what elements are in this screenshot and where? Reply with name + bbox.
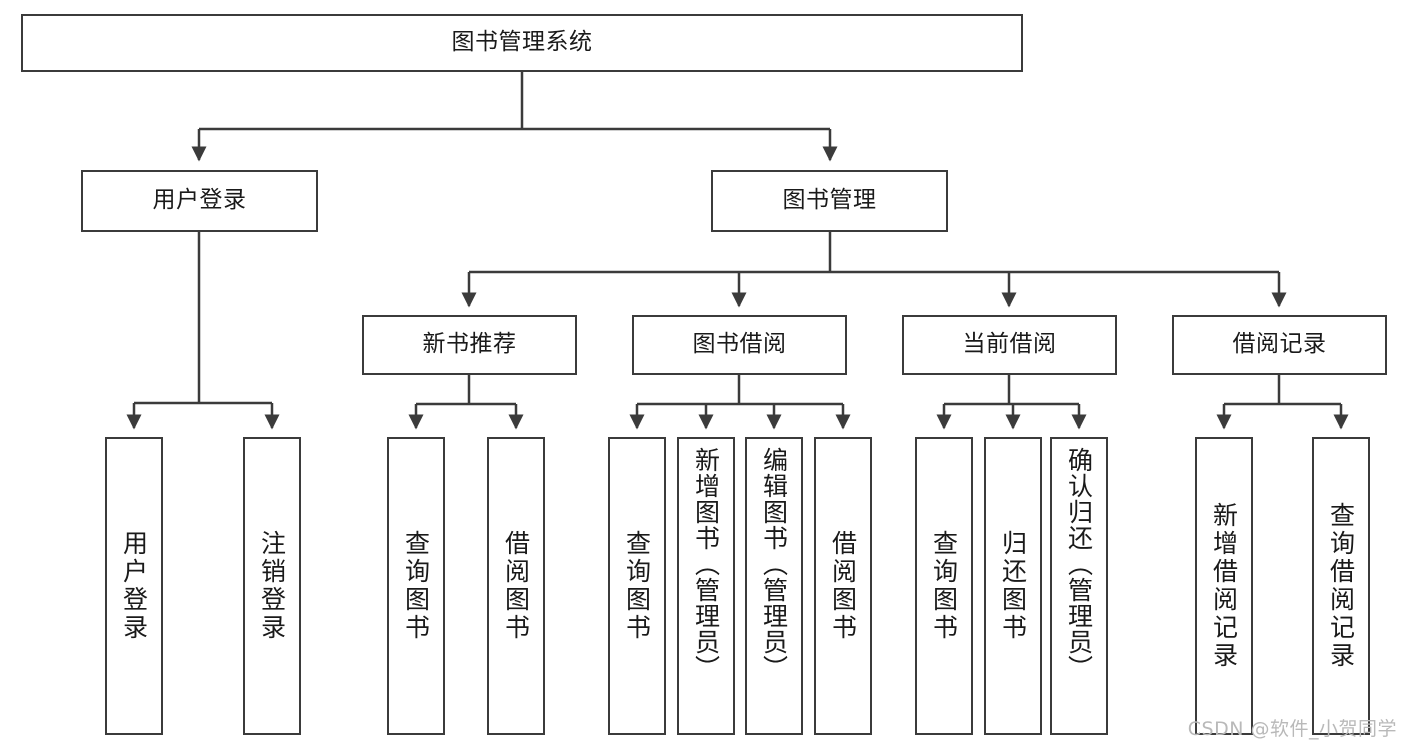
node-leaf-add-record[interactable]: 新增借阅记录 bbox=[1195, 437, 1253, 735]
node-leaf-edit-book[interactable]: 编辑图书（管理员） bbox=[745, 437, 803, 735]
node-book-manage-label: 图书管理 bbox=[782, 187, 877, 214]
node-leaf-return-book[interactable]: 归还图书 bbox=[984, 437, 1042, 735]
node-user-login-label: 用户登录 bbox=[152, 187, 247, 214]
node-book-borrow[interactable]: 图书借阅 bbox=[632, 315, 847, 375]
node-leaf-query-book-1[interactable]: 查询图书 bbox=[387, 437, 445, 735]
node-book-manage[interactable]: 图书管理 bbox=[711, 170, 948, 232]
node-leaf-query-record[interactable]: 查询借阅记录 bbox=[1312, 437, 1370, 735]
node-leaf-query-book-3[interactable]: 查询图书 bbox=[915, 437, 973, 735]
node-leaf-query-record-label: 查询借阅记录 bbox=[1326, 502, 1356, 670]
node-leaf-confirm-return[interactable]: 确认归还（管理员） bbox=[1050, 437, 1108, 735]
node-leaf-return-book-label: 归还图书 bbox=[998, 530, 1028, 642]
node-borrow-record[interactable]: 借阅记录 bbox=[1172, 315, 1387, 375]
node-current-borrow[interactable]: 当前借阅 bbox=[902, 315, 1117, 375]
node-leaf-borrow-book-2-label: 借阅图书 bbox=[828, 530, 858, 642]
node-new-book-rec-label: 新书推荐 bbox=[422, 331, 517, 358]
node-leaf-borrow-book-1-label: 借阅图书 bbox=[501, 530, 531, 642]
node-current-borrow-label: 当前借阅 bbox=[962, 331, 1057, 358]
node-leaf-user-login[interactable]: 用户登录 bbox=[105, 437, 163, 735]
node-leaf-user-login-label: 用户登录 bbox=[119, 530, 149, 642]
node-leaf-borrow-book-2[interactable]: 借阅图书 bbox=[814, 437, 872, 735]
node-leaf-borrow-book-1[interactable]: 借阅图书 bbox=[487, 437, 545, 735]
node-book-borrow-label: 图书借阅 bbox=[692, 331, 787, 358]
node-leaf-edit-book-label: 编辑图书（管理员） bbox=[759, 447, 789, 681]
node-leaf-confirm-return-label: 确认归还（管理员） bbox=[1064, 447, 1094, 681]
node-leaf-add-record-label: 新增借阅记录 bbox=[1209, 502, 1239, 670]
node-leaf-query-book-1-label: 查询图书 bbox=[401, 530, 431, 642]
node-leaf-logout[interactable]: 注销登录 bbox=[243, 437, 301, 735]
node-leaf-logout-label: 注销登录 bbox=[257, 530, 287, 642]
node-root[interactable]: 图书管理系统 bbox=[21, 14, 1023, 72]
node-user-login[interactable]: 用户登录 bbox=[81, 170, 318, 232]
csdn-watermark: CSDN @软件_小贺同学 bbox=[1187, 718, 1397, 740]
node-leaf-add-book[interactable]: 新增图书（管理员） bbox=[677, 437, 735, 735]
node-root-label: 图书管理系统 bbox=[451, 29, 593, 56]
node-leaf-add-book-label: 新增图书（管理员） bbox=[691, 447, 721, 681]
node-leaf-query-book-2[interactable]: 查询图书 bbox=[608, 437, 666, 735]
node-leaf-query-book-3-label: 查询图书 bbox=[929, 530, 959, 642]
node-new-book-rec[interactable]: 新书推荐 bbox=[362, 315, 577, 375]
node-borrow-record-label: 借阅记录 bbox=[1232, 331, 1327, 358]
node-leaf-query-book-2-label: 查询图书 bbox=[622, 530, 652, 642]
